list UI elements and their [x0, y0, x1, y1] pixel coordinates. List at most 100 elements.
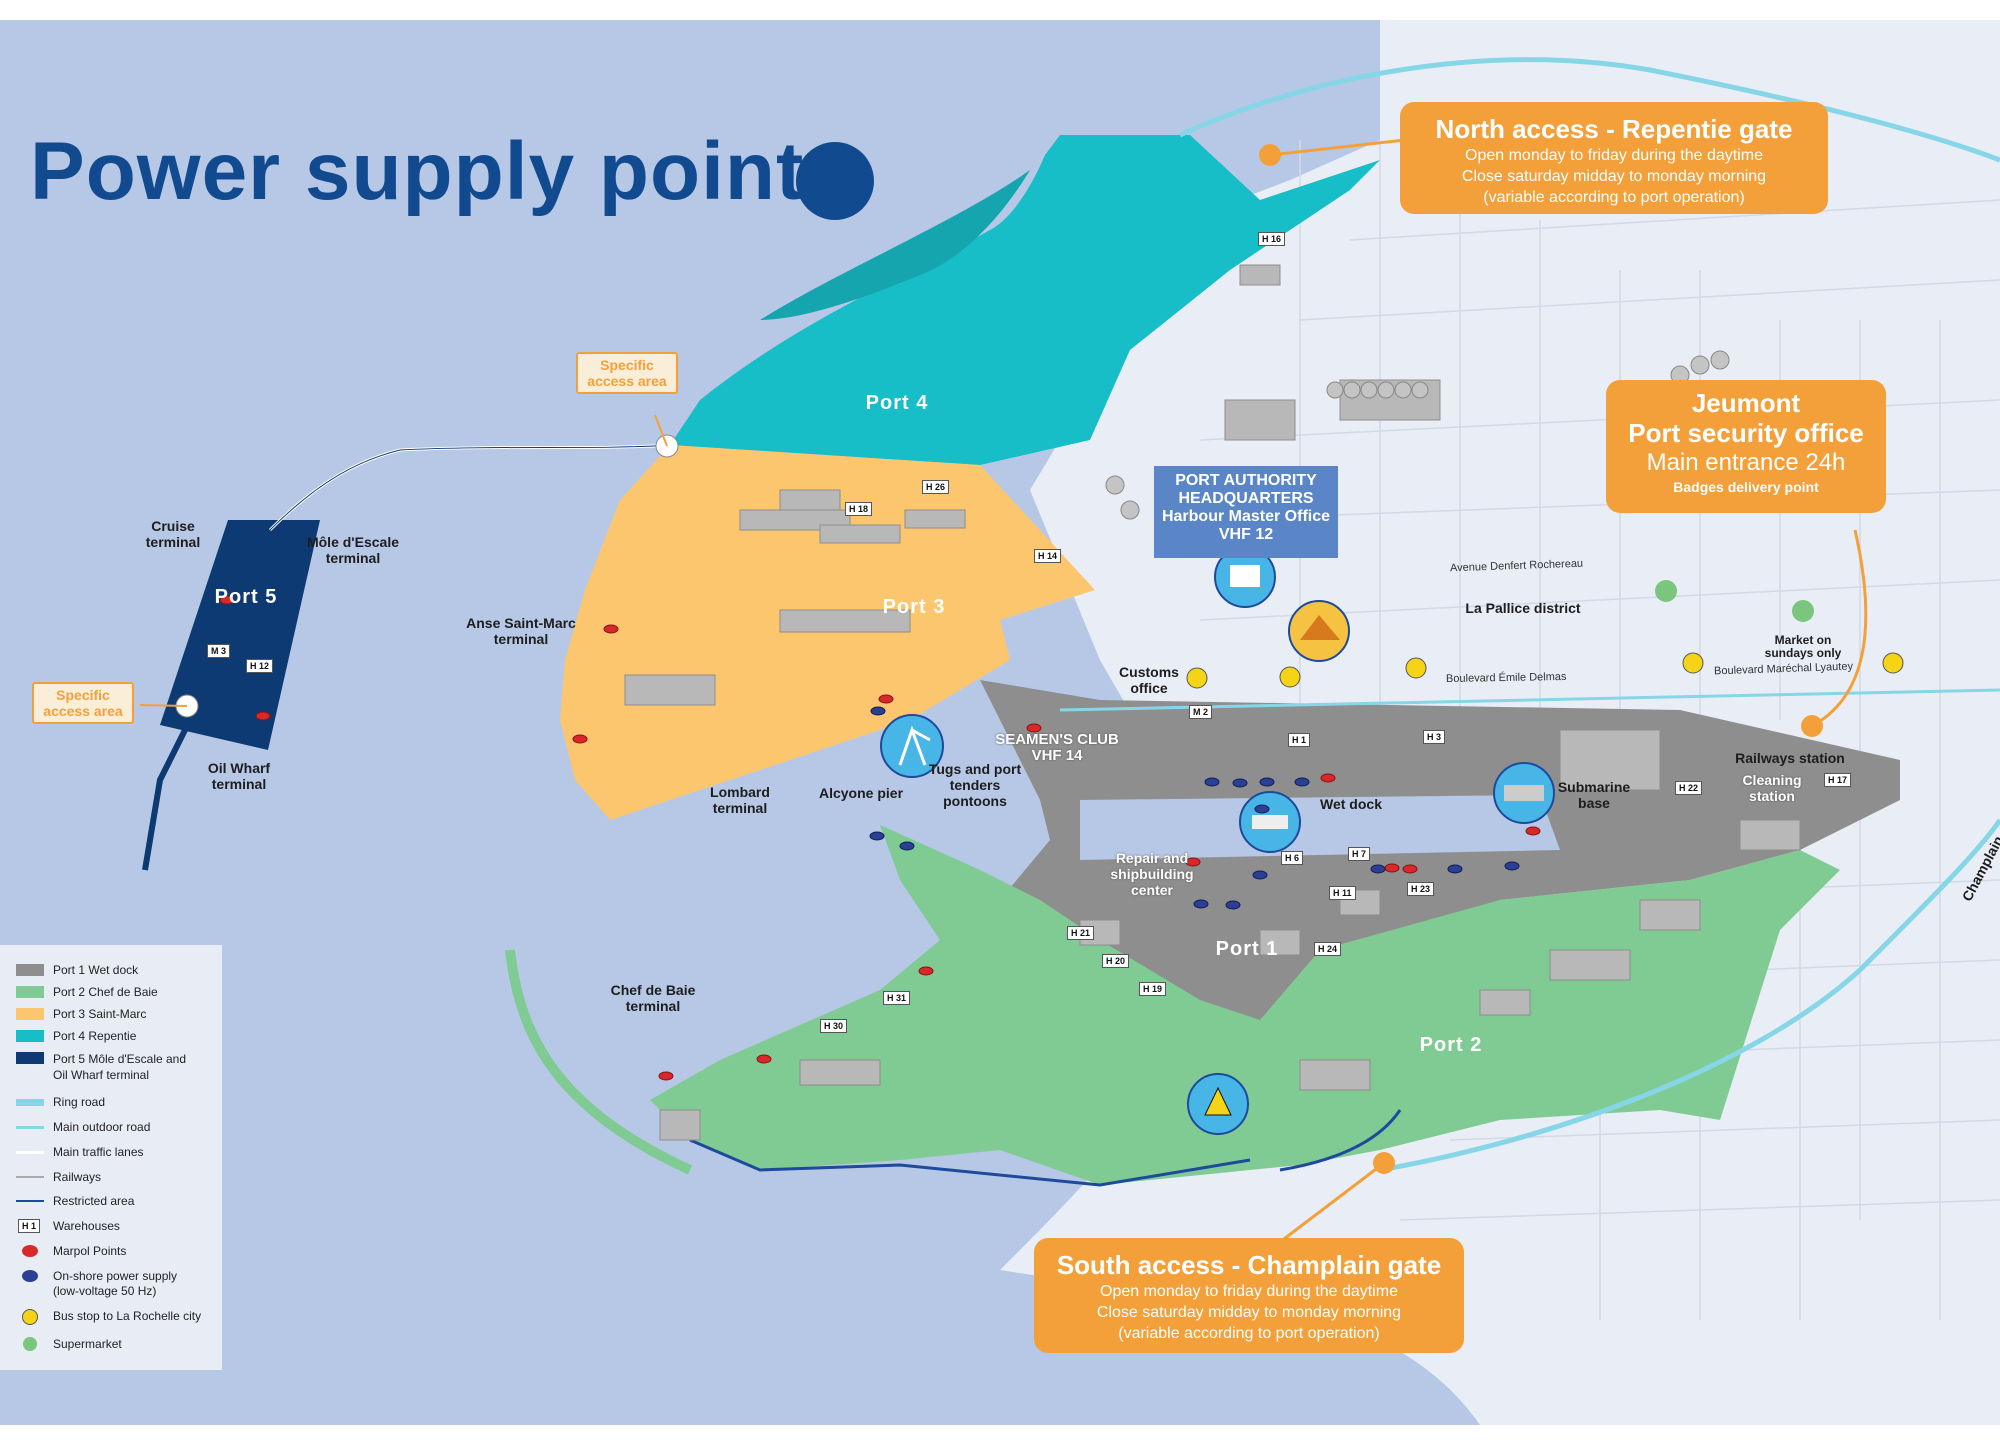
crane-icon — [880, 714, 944, 778]
port1-label: Port 1 — [1215, 938, 1279, 960]
warehouse-tag: M 2 — [1189, 705, 1213, 719]
warehouse-tag: H 14 — [1034, 549, 1062, 563]
port3-label: Port 3 — [882, 596, 946, 618]
specific-access-label-1: Specific access area — [576, 352, 678, 394]
seamen-icon — [1288, 600, 1350, 662]
tugs-label: Tugs and port tenders pontoons — [928, 761, 1022, 809]
warehouse-tag: H 18 — [845, 502, 873, 516]
port2-area — [650, 825, 1840, 1185]
seamens-club-label: SEAMEN'S CLUB VHF 14 — [995, 731, 1119, 764]
warehouse-tag: H 23 — [1407, 882, 1435, 896]
market-label: Market on sundays only — [1764, 633, 1842, 660]
north-access-line2: Close saturday midday to monday morning — [1461, 168, 1767, 185]
south-access-line2: Close saturday midday to monday morning — [1096, 1304, 1402, 1321]
wet-dock-water — [1080, 795, 1560, 860]
warehouse-tag: H 20 — [1102, 954, 1130, 968]
warehouse-tag: H 16 — [1258, 232, 1286, 246]
map-canvas: Power supply points North access - Repen… — [0, 20, 2000, 1425]
south-access-line1: Open monday to friday during the daytime — [1100, 1283, 1398, 1300]
jeumont-line2: Port security office — [1628, 418, 1864, 448]
la-pallice-label: La Pallice district — [1465, 600, 1581, 616]
south-access-heading: South access - Champlain gate — [1056, 1250, 1442, 1280]
port-map — [139, 20, 2000, 1425]
specific-access-label-2: Specific access area — [32, 682, 134, 724]
port5-area — [160, 520, 320, 750]
ring-road-south — [1379, 818, 2000, 1173]
line-traffic-icon — [16, 1151, 44, 1154]
wet-dock-icon — [1239, 791, 1301, 853]
south-access-callout: South access - Champlain gate Open monda… — [1034, 1238, 1464, 1353]
port2-label: Port 2 — [1419, 1034, 1483, 1056]
jeumont-line3: Main entrance 24h — [1646, 449, 1846, 476]
warehouse-tag: H 6 — [1281, 851, 1304, 865]
cruise-terminal-label: Cruise terminal — [145, 518, 201, 550]
jeumont-callout: Jeumont Port security office Main entran… — [1606, 380, 1886, 513]
ring-road — [1178, 57, 2000, 163]
warehouse-tag: H 26 — [922, 480, 950, 494]
anse-saint-marc-label: Anse Saint-Marc terminal — [466, 615, 576, 647]
lombard-label: Lombard terminal — [710, 784, 770, 816]
oil-wharf-label: Oil Wharf terminal — [207, 760, 271, 792]
hq-line2: HEADQUARTERS — [1178, 490, 1314, 507]
warehouse-tag: H 22 — [1675, 781, 1703, 795]
silos — [1105, 350, 1730, 520]
port4-area — [670, 135, 1380, 465]
restricted-outline — [689, 1109, 1402, 1187]
repair-center-label: Repair and shipbuilding center — [1110, 850, 1194, 898]
north-access-line3: (variable according to port operation) — [1483, 189, 1745, 206]
cleaning-station-label: Cleaning station — [1742, 772, 1802, 804]
warehouse-tag: H 31 — [883, 991, 911, 1005]
supermarkets — [1655, 580, 1814, 622]
street-delmas: Boulevard Émile Delmas — [1445, 670, 1567, 686]
swatch-port3-icon — [16, 1008, 44, 1020]
south-access-line3: (variable according to port operation) — [1118, 1325, 1380, 1342]
port5-label: Port 5 — [214, 586, 278, 608]
swatch-port4-icon — [16, 1030, 44, 1042]
swatch-port2-icon — [16, 986, 44, 998]
north-access-callout: North access - Repentie gate Open monday… — [1400, 102, 1828, 214]
warehouse-tag-icon: H 1 — [18, 1219, 41, 1233]
power-dot-icon — [796, 142, 874, 220]
warehouse-tag: H 21 — [1067, 926, 1095, 940]
supermarket-icon — [23, 1337, 37, 1351]
wet-dock-label: Wet dock — [1320, 796, 1382, 812]
warehouse-tag: H 3 — [1423, 730, 1446, 744]
line-ring-road-icon — [16, 1099, 44, 1106]
swatch-port5-icon — [16, 1052, 44, 1064]
warehouse-tag: H 30 — [820, 1019, 848, 1033]
chef-de-baie-label: Chef de Baie terminal — [610, 982, 696, 1014]
warehouse-tag: H 11 — [1329, 886, 1356, 900]
warehouse-tag: H 1 — [1288, 733, 1311, 747]
hq-line4: VHF 12 — [1218, 526, 1274, 543]
bus-stops — [1186, 652, 1904, 689]
alcyone-label: Alcyone pier — [818, 785, 904, 801]
submarine-base-icon — [1493, 762, 1555, 824]
power-dot-icon — [22, 1270, 38, 1282]
hq-line1: PORT AUTHORITY — [1175, 472, 1317, 489]
marpol-points — [219, 595, 1541, 1081]
line-railways-icon — [16, 1176, 44, 1178]
swatch-port1-icon — [16, 964, 44, 976]
warehouse-tag: M 3 — [207, 644, 231, 658]
railways-station-label: Railways station — [1735, 750, 1845, 766]
warehouse-tag: H 17 — [1824, 773, 1852, 787]
warehouse-tag: H 7 — [1348, 847, 1371, 861]
page-title: Power supply points — [30, 126, 851, 217]
hq-line3: Harbour Master Office — [1161, 508, 1331, 525]
marpol-dot-icon — [22, 1245, 38, 1257]
jeumont-line1: Jeumont — [1691, 388, 1801, 418]
outdoor-road — [1059, 688, 2000, 712]
bridge-road — [268, 443, 671, 532]
port4-inlet — [760, 170, 1030, 320]
line-outdoor-road-icon — [16, 1126, 44, 1129]
port4-label: Port 4 — [865, 392, 929, 414]
bus-icon — [22, 1309, 38, 1325]
hq-icon — [1214, 546, 1276, 608]
warehouse-tag: H 24 — [1314, 942, 1342, 956]
north-access-heading: North access - Repentie gate — [1435, 114, 1793, 144]
oil-wharf-jetty — [142, 728, 188, 871]
mole-escale-label: Môle d'Escale terminal — [306, 534, 400, 566]
warehouse-tag: H 19 — [1139, 982, 1167, 996]
line-restricted-icon — [16, 1200, 44, 1202]
jeumont-line4: Badges delivery point — [1673, 479, 1819, 495]
